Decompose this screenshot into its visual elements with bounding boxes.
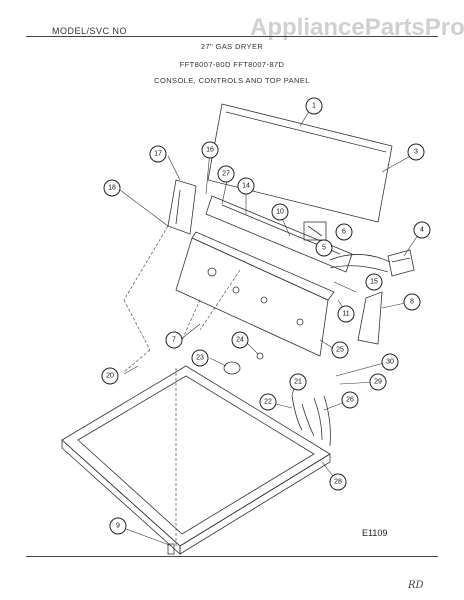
callout-17: 17	[149, 145, 167, 163]
callout-9: 9	[109, 517, 127, 535]
part-timer	[303, 221, 327, 241]
callout-23: 23	[191, 349, 209, 367]
svg-text:23: 23	[196, 355, 204, 362]
svg-text:29: 29	[374, 379, 382, 386]
callout-30: 30	[381, 353, 399, 371]
svg-text:16: 16	[206, 147, 214, 154]
svg-text:22: 22	[264, 399, 272, 406]
svg-text:20: 20	[106, 373, 114, 380]
svg-text:25: 25	[336, 347, 344, 354]
svg-text:27: 27	[222, 171, 230, 178]
svg-text:14: 14	[242, 183, 250, 190]
part-knob	[223, 361, 241, 375]
svg-text:24: 24	[236, 337, 244, 344]
part-terminal-block	[387, 249, 415, 277]
callout-26: 26	[341, 391, 359, 409]
model-numbers: FFT8007-80D FFT8007-87D	[179, 60, 285, 69]
callout-11: 11	[337, 305, 355, 323]
svg-text:21: 21	[294, 379, 302, 386]
callout-22: 22	[259, 393, 277, 411]
svg-text:17: 17	[154, 151, 162, 158]
svg-text:3: 3	[414, 149, 418, 156]
part-end-cap	[357, 291, 383, 345]
header-rule	[26, 36, 438, 37]
footer-rule	[26, 556, 438, 557]
wire-harness	[329, 254, 391, 263]
svg-text:11: 11	[342, 311, 349, 318]
svg-text:28: 28	[334, 479, 342, 486]
svg-text:5: 5	[322, 245, 326, 252]
svg-text:26: 26	[346, 397, 354, 404]
svg-text:30: 30	[386, 359, 394, 366]
callout-5: 5	[315, 239, 333, 257]
callout-16: 16	[201, 141, 219, 159]
svg-text:18: 18	[108, 185, 116, 192]
callout-20: 20	[101, 367, 119, 385]
callout-4: 4	[413, 221, 431, 239]
callout-21: 21	[289, 373, 307, 391]
figure-code: E1109	[362, 528, 388, 538]
callout-10: 10	[271, 203, 289, 221]
model-line: MODEL/SVC NO	[52, 26, 128, 36]
callout-28: 28	[329, 473, 347, 491]
svg-text:4: 4	[420, 227, 424, 234]
svg-text:1: 1	[312, 103, 316, 110]
svg-text:9: 9	[116, 523, 120, 530]
svg-text:6: 6	[342, 229, 346, 236]
callout-18: 18	[103, 179, 121, 197]
part-left-bracket	[167, 179, 197, 235]
svg-text:15: 15	[370, 279, 378, 286]
svg-text:10: 10	[276, 209, 284, 216]
callout-15: 15	[365, 273, 383, 291]
callout-24: 24	[231, 331, 249, 349]
svg-text:7: 7	[172, 337, 176, 344]
callout-25: 25	[331, 341, 349, 359]
callout-29: 29	[369, 373, 387, 391]
diagram-title: 27" GAS DRYER	[200, 42, 264, 51]
svg-text:8: 8	[410, 299, 414, 306]
callout-3: 3	[407, 143, 425, 161]
callout-6: 6	[335, 223, 353, 241]
callout-8: 8	[403, 293, 421, 311]
handwritten-initials: RD	[408, 580, 424, 591]
callout-27: 27	[217, 165, 235, 183]
callout-7: 7	[165, 331, 183, 349]
part-console-backsplash	[205, 195, 353, 273]
callout-14: 14	[237, 177, 255, 195]
callout-1: 1	[305, 97, 323, 115]
section-title: CONSOLE, CONTROLS AND TOP PANEL	[154, 76, 310, 85]
